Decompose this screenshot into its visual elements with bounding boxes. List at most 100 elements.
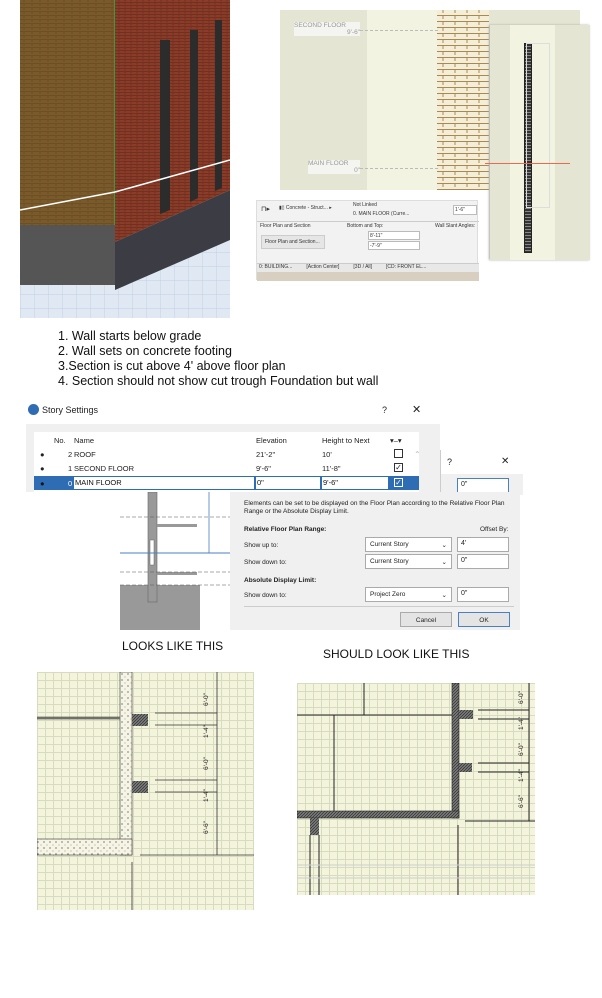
note-item: 1. Wall starts below grade [58,329,202,343]
notes-list: 1. Wall starts below grade 2. Wall sets … [58,329,378,389]
floor-plan-button-label: Floor Plan and Section... [265,239,320,245]
row-no: 1 [68,464,73,473]
select-value: Project Zero [370,591,406,598]
tab-building[interactable]: 0: BUILDING... [259,264,293,270]
structure-selector[interactable]: ▮▯ Concrete - Struct... ▸ [279,205,332,211]
story-table: No. Name Elevation Height to Next ▾–▾ ● … [34,432,419,492]
dim-label: 1'-4" [203,725,210,739]
table-row[interactable]: ● 1 SECOND FLOOR 9'-6" 11'-8" ✓ [34,461,419,475]
relative-heading: Relative Floor Plan Range: [244,526,327,533]
row-height[interactable]: 10' [322,450,332,459]
show-icon: ▾–▾ [390,436,402,445]
plan-strip [257,272,479,281]
close-button[interactable]: ✕ [501,456,510,467]
3d-wall-view [20,0,230,318]
col-no: No. [54,436,66,445]
app-logo-icon [28,404,39,415]
help-button[interactable]: ? [447,457,453,467]
level-main-floor: MAIN FLOOR 0" [308,160,360,174]
row-elevation-input[interactable]: 0" [256,477,320,489]
tab-front-elevation[interactable]: [CD: FRONT EL... [386,264,427,270]
bullet-icon: ● [40,479,45,488]
floor-plan-range-dialog: Elements can be set to be displayed on t… [120,492,520,630]
brick-wall-section [437,10,489,190]
dim-label: 6'-0" [203,693,210,707]
show-checkbox[interactable] [394,449,403,458]
floor-plan-desired: 6'-6" 1'-4" 6'-0" 1'-4" 6'-0" [297,683,535,895]
wall-icon[interactable]: ⊓▸ [261,206,270,213]
bottom-field[interactable]: -7'-9" [368,241,420,250]
top-link[interactable]: Not Linked [353,202,377,208]
row-elevation[interactable]: 21'-2" [256,450,276,459]
dim-label: 6'-0" [203,757,210,771]
bullet-icon: ● [40,450,45,459]
note-item: 3.Section is cut above 4' above floor pl… [58,359,286,373]
show-up-label: Show up to: [244,542,279,549]
dim-label: 1'-4" [203,789,210,803]
tab-3d[interactable]: [3D / All] [353,264,373,270]
plan-drawing [297,683,535,895]
structure-label: Concrete - Struct... [285,205,328,211]
row-name-input[interactable]: MAIN FLOOR [74,477,254,489]
value-field[interactable]: 0" [457,478,509,493]
show-checkbox[interactable]: ✓ [394,478,403,487]
dimension-chain: 6'-6" 1'-4" 6'-0" 1'-4" 6'-0" [202,684,212,844]
3d-wall-render [20,0,230,318]
table-header: No. Name Elevation Height to Next ▾–▾ [34,433,419,447]
cut-plane-line [485,163,570,164]
scroll-up-icon[interactable]: ⌃ [414,450,421,459]
table-row-selected[interactable]: ● 0 MAIN FLOOR 0" 9'-6" ✓ [34,476,419,490]
description-text: Elements can be set to be displayed on t… [244,500,505,515]
level-elevation: 9'-6" [347,29,360,36]
row-elevation[interactable]: 9'-6" [256,464,271,473]
level-name: SECOND FLOOR [294,22,347,29]
bullet-icon: ● [40,464,45,473]
dim-label: 6'-6" [203,821,210,835]
home-story[interactable]: 0. MAIN FLOOR (Curre... [353,211,410,217]
level-second-floor: SECOND FLOOR 9'-6" [294,22,360,36]
row-no: 2 [68,450,73,459]
dialog-title: Story Settings [42,405,99,415]
note-item: 4. Section should not show cut trough Fo… [58,374,379,388]
col-elevation: Elevation [256,436,287,445]
wall-slant-label: Wall Slant Angles: [435,223,476,229]
floor-plan-button[interactable]: Floor Plan and Section... [261,235,325,249]
help-button[interactable]: ? [382,405,388,415]
floor-plan-label: Floor Plan and Section [260,223,311,229]
select-value: Current Story [370,541,409,548]
tab-action-center[interactable]: [Action Center] [306,264,340,270]
abs-down-label: Show down to: [244,592,287,599]
bottom-top-label: Bottom and Top: [347,223,384,229]
close-button[interactable]: ✕ [412,404,422,416]
show-up-offset[interactable]: 4' [457,537,509,552]
show-down-offset[interactable]: 0" [457,554,509,569]
row-height-input[interactable]: 9'-6" [322,477,388,489]
window-tabs: 0: BUILDING... [Action Center] [3D / All… [257,263,479,272]
section-diagram [120,492,230,630]
row-name[interactable]: SECOND FLOOR [74,464,135,473]
dimension-chain: 6'-6" 1'-4" 6'-0" 1'-4" 6'-0" [517,685,527,815]
row-name[interactable]: ROOF [74,450,96,459]
dim-label: 1'-4" [518,717,525,731]
back-dialog: ? ✕ 0" [440,450,523,495]
top-field[interactable]: 8'-11" [368,231,420,240]
show-down-select[interactable]: Current Story⌄ [365,554,452,569]
show-checkbox[interactable]: ✓ [394,463,403,472]
offset-by-label: Offset By: [480,526,509,533]
table-row[interactable]: ● 2 ROOF 21'-2" 10' [34,447,419,461]
dim-label: 6'-0" [518,691,525,705]
story-settings-dialog: Story Settings ? ✕ No. Name Elevation He… [26,400,440,492]
show-up-select[interactable]: Current Story⌄ [365,537,452,552]
cancel-button[interactable]: Cancel [400,612,452,627]
col-name: Name [74,436,95,445]
dim-label: 1'-4" [518,769,525,783]
ok-button[interactable]: OK [458,612,510,627]
note-item: 2. Wall sets on concrete footing [58,344,232,358]
abs-down-select[interactable]: Project Zero⌄ [365,587,452,602]
select-value: Current Story [370,558,409,565]
dim-label: 6'-0" [518,743,525,757]
row-height[interactable]: 11'-8" [322,464,341,473]
abs-down-offset[interactable]: 0" [457,587,509,602]
row-no: 0 [68,479,73,488]
height-field[interactable]: 1'-6" [453,205,477,215]
